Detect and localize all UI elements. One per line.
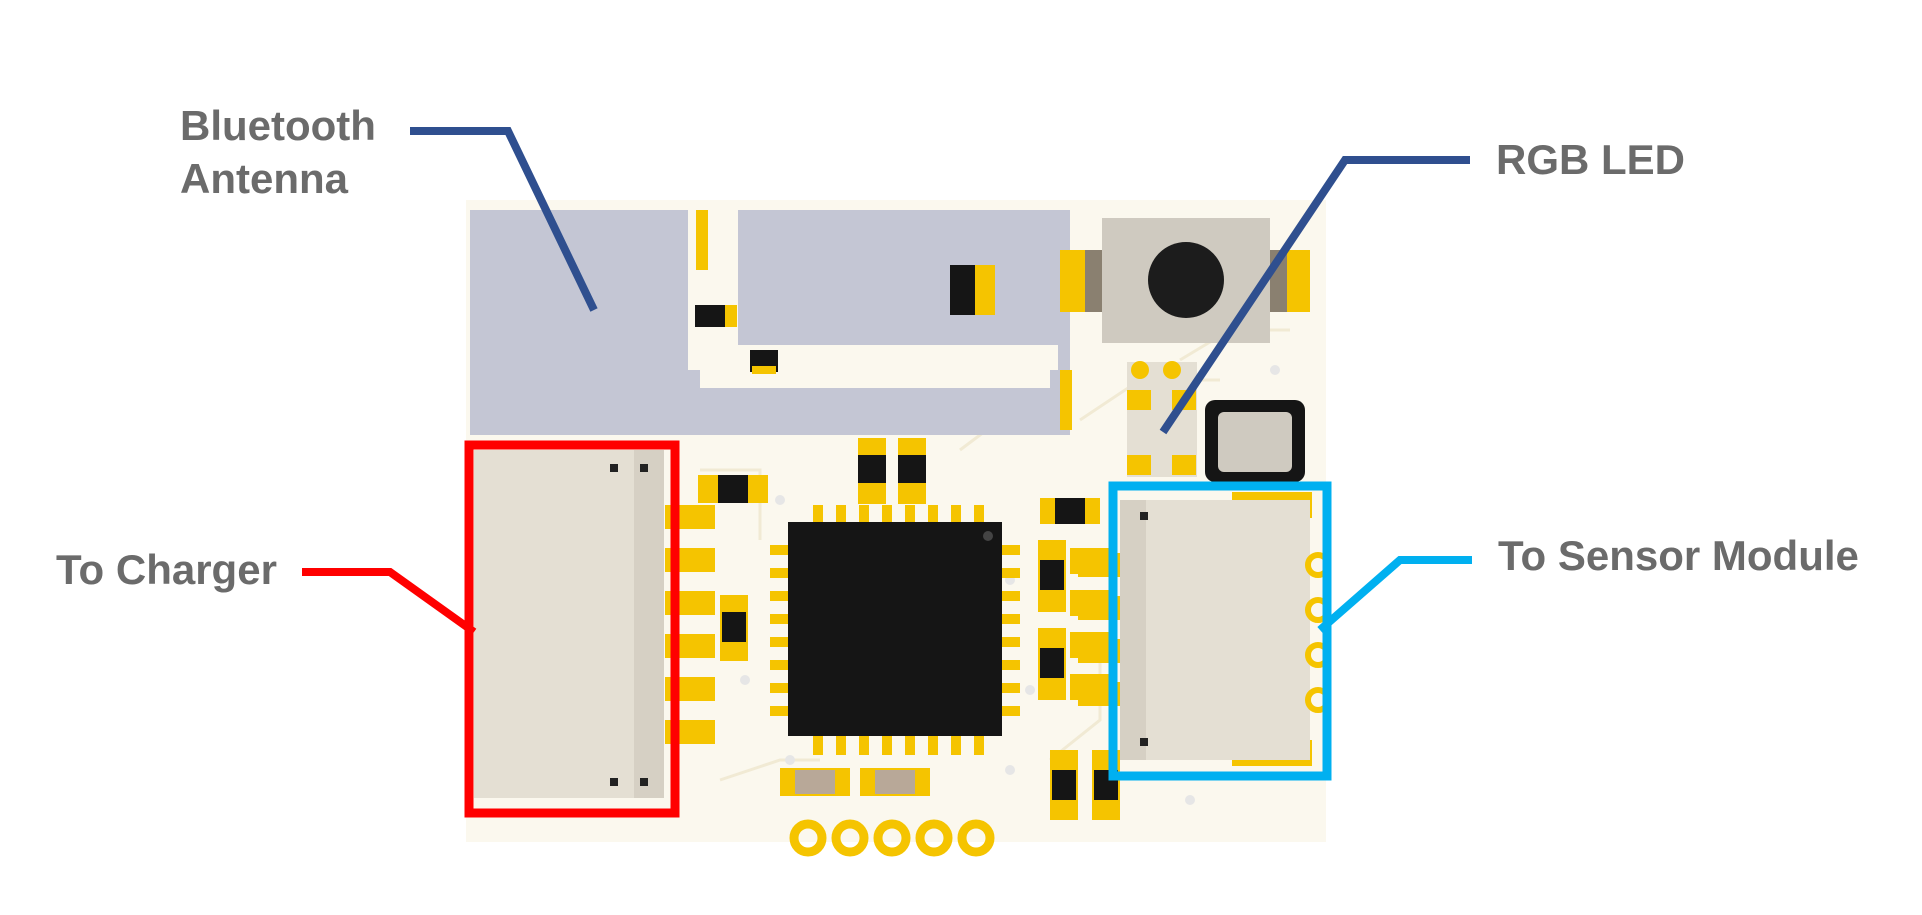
crystal-component bbox=[1205, 400, 1305, 482]
push-button bbox=[1060, 218, 1310, 343]
bluetooth-antenna-module bbox=[470, 210, 1072, 435]
charger-leader-line bbox=[302, 568, 477, 636]
sensor-connector bbox=[1078, 492, 1331, 766]
sensor-highlight-box bbox=[1108, 481, 1332, 781]
rgb-led bbox=[1127, 361, 1197, 477]
sensor-leader-line bbox=[1317, 556, 1472, 634]
bottom-header-pads bbox=[789, 819, 995, 857]
mcu-chip bbox=[770, 505, 1020, 755]
bluetooth-antenna-label: Bluetooth Antenna bbox=[180, 100, 376, 205]
antenna-leader-line bbox=[410, 127, 598, 312]
to-sensor-module-label: To Sensor Module bbox=[1498, 532, 1859, 579]
bluetooth-antenna-label-line2: Antenna bbox=[180, 154, 348, 202]
bluetooth-antenna-label-line1: Bluetooth bbox=[180, 102, 376, 149]
rgb-led-label: RGB LED bbox=[1496, 136, 1685, 183]
rgb-led-leader-line bbox=[1159, 156, 1470, 435]
passive-components bbox=[698, 438, 1120, 820]
to-charger-label: To Charger bbox=[56, 546, 277, 593]
